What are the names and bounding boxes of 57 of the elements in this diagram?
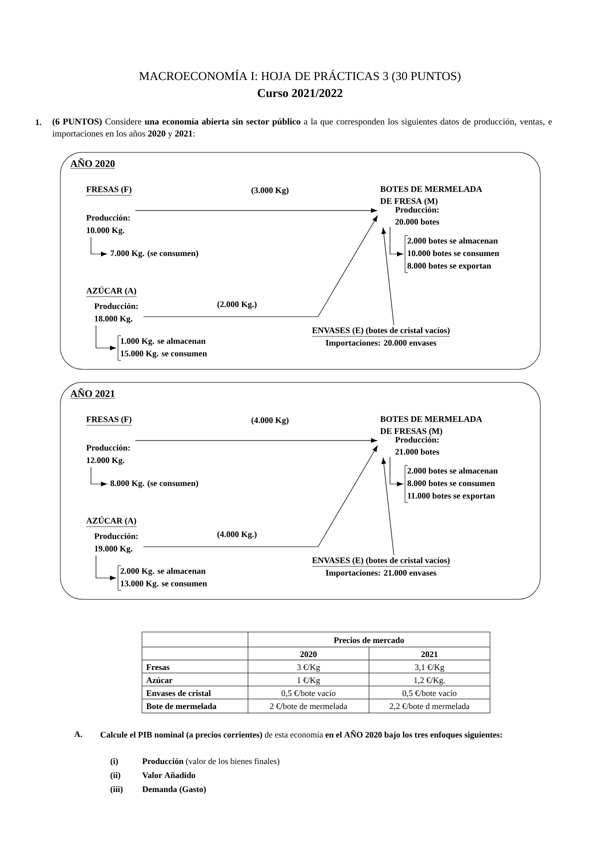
- item-number: (i): [110, 758, 118, 766]
- table-cell: 3 €/Kg: [297, 664, 320, 672]
- item-number: (iii): [110, 786, 123, 794]
- arrow: [381, 458, 394, 556]
- table-cell: Envases de cristal: [146, 690, 211, 696]
- quantity-list: 2.000 botes se almacenan 10.000 botes se consumen 8.000 botes se exportan: [407, 238, 500, 270]
- table-cell: 3,1 €/Kg: [415, 664, 444, 672]
- product-text: AZÚCAR (A) Producción: 18.000 Kg.: [86, 286, 138, 324]
- product-text: AZÚCAR (A) Producción: 19.000 Kg.: [86, 516, 138, 554]
- table-cell: 1,2 €/Kg.: [414, 677, 445, 685]
- item-text: Demanda (Gasto): [142, 786, 206, 794]
- quantity-list: 2.000 Kg. se almacenan 13.000 Kg. se consumen: [120, 568, 207, 588]
- edge-label: (4.000 Kg.): [216, 530, 258, 540]
- quantity-list: 2.000 botes se almacenan 8.000 botes se consumen 11.000 botes se exportan: [407, 468, 498, 500]
- item-number: (ii): [110, 772, 120, 780]
- table-cell: Bote de mermelada: [146, 703, 216, 710]
- product-text: ENVASES (E) (botes de cristal vacíos) Importaciones: 20.000 envases: [312, 327, 450, 348]
- item-text: Valor Añadido: [142, 772, 196, 778]
- table-cell: Precios de mercado: [334, 637, 404, 644]
- table-cell: 2021: [421, 651, 438, 658]
- arrow: [143, 216, 378, 318]
- arrow: [96, 325, 116, 350]
- table-cell: 0,5 €/bote vacío: [282, 690, 336, 698]
- question-number: 1.: [36, 119, 42, 126]
- product-text: BOTES DE MERMELADA DE FRESA (M) Producción: 20.000 botes: [380, 186, 482, 225]
- arrow: [90, 466, 107, 486]
- table-cell: 2020: [300, 651, 317, 658]
- task-text: Calcule el PIB nominal (a precios corrientes) de esta economía en el AÑO 2020 bajo los tres enfoques siguientes:: [100, 730, 502, 740]
- item-letter: A.: [74, 731, 82, 738]
- table-cell: Fresas: [146, 664, 170, 670]
- product-text: FRESAS (F) Producción: 10.000 Kg.: [86, 186, 132, 235]
- arrow: [381, 228, 394, 326]
- page-title: MACROECONOMÍA I: HOJA DE PRÁCTICAS 3 (30 PUNTOS): [139, 70, 460, 83]
- subtitle: Curso 2021/2022: [258, 89, 342, 98]
- item-text: Producción (valor de los bienes finales): [142, 758, 280, 766]
- arrow: [390, 456, 403, 486]
- edge-label: (2.000 Kg.): [216, 300, 258, 310]
- product-text: ENVASES (E) (botes de cristal vacíos) Importaciones: 21.000 envases: [312, 557, 450, 578]
- product-text: FRESAS (F) Producción: 12.000 Kg.: [86, 416, 132, 465]
- table-cell: 2 €/bote de mermelada: [270, 703, 348, 710]
- quantity-text: 8.000 Kg. (se consumen): [110, 480, 198, 488]
- table-cell: 0,5 €/bote vacío: [402, 690, 456, 698]
- arrow: [143, 446, 378, 548]
- arrow: [390, 226, 403, 256]
- table-cell: 1 €/Kg: [298, 677, 320, 685]
- quantity-list: 1.000 Kg. se almacenan 15.000 Kg. se consumen: [120, 338, 207, 358]
- arrow: [96, 555, 116, 580]
- table-cell: 2,2 €/bote d mermelada: [390, 703, 470, 710]
- arrow: [90, 236, 107, 256]
- table-cell: Azúcar: [146, 677, 172, 684]
- product-text: BOTES DE MERMELADA DE FRESAS (M) Producción: 21.000 botes: [380, 416, 482, 455]
- edge-label: (4.000 Kg): [250, 416, 290, 426]
- arrow: [135, 438, 377, 443]
- arrow: [135, 208, 377, 213]
- quantity-text: 7.000 Kg. (se consumen): [110, 250, 198, 258]
- edge-label: (3.000 Kg): [250, 186, 290, 196]
- question-text: (6 PUNTOS) Considere una economía abierta sin sector público a la que corresponden los siguientes datos de producción, ventas, e importaciones en los años 2020 y 2021:: [52, 118, 552, 138]
